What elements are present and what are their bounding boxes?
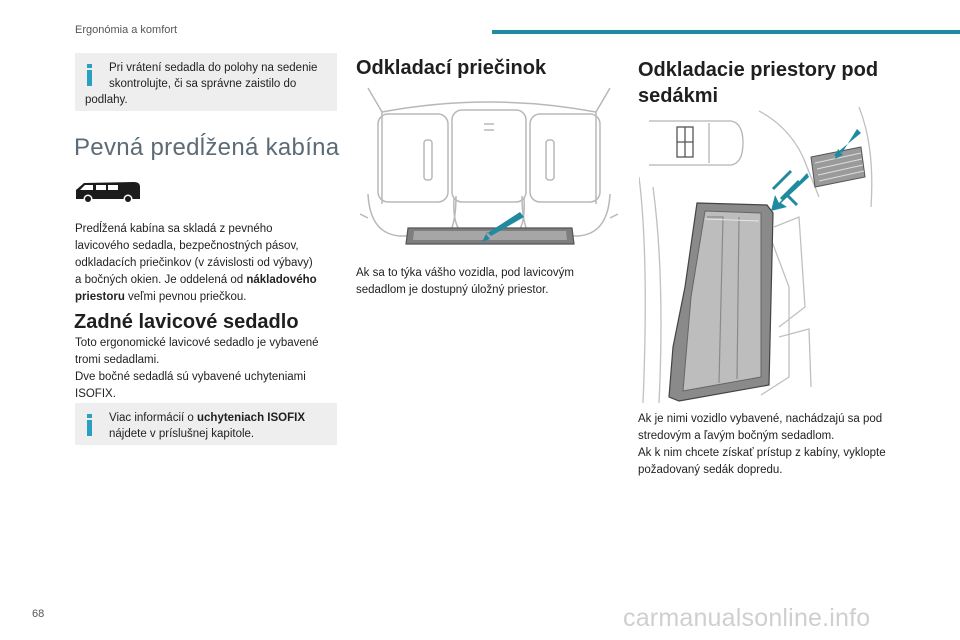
note-line: podlahy. xyxy=(85,94,128,106)
intro-paragraph: Predĺžená kabína sa skladá z pevného lav… xyxy=(75,221,345,306)
text-line: Ak k nim chcete získať prístup z kabíny,… xyxy=(638,447,886,459)
text-line: Toto ergonomické lavicové sedadlo je vyb… xyxy=(75,337,319,349)
info-note-bottom: Viac informácií o uchyteniach ISOFIX náj… xyxy=(75,403,337,445)
note-line: nájdete v príslušnej kapitole. xyxy=(109,428,255,440)
text-span: Viac informácií o xyxy=(109,412,197,424)
note-line: Pri vrátení sedadla do polohy na sedenie xyxy=(109,62,318,74)
text-span: a bočných okien. Je oddelená od xyxy=(75,274,247,286)
note-line: Viac informácií o uchyteniach ISOFIX xyxy=(85,410,327,426)
bold-term: uchyteniach ISOFIX xyxy=(197,412,305,424)
text-line: odkladacích priečinkov (v závislosti od … xyxy=(75,257,313,269)
subsection-title: Zadné lavicové sedadlo xyxy=(74,311,299,333)
bold-term: nákladového xyxy=(246,274,317,286)
text-line: Dve bočné sedadlá sú vybavené uchyteniam… xyxy=(75,371,306,383)
bold-term: priestoru xyxy=(75,291,125,303)
text-line: Predĺžená kabína sa skladá z pevného xyxy=(75,223,273,235)
info-icon xyxy=(87,414,92,436)
text-line: požadovaný sedák dopredu. xyxy=(638,464,783,476)
section-title: Pevná predĺžená kabína xyxy=(74,134,340,161)
header-accent-bar xyxy=(492,30,960,34)
text-line: priestoru veľmi pevnou priečkou. xyxy=(75,289,345,306)
storage-compartment-text: Ak sa to týka vášho vozidla, pod lavicov… xyxy=(356,265,621,299)
page-number: 68 xyxy=(32,608,45,620)
under-seat-storage-illustration xyxy=(639,107,873,403)
text-line: sedadlom je dostupný úložný priestor. xyxy=(356,284,549,296)
info-note-top: Pri vrátení sedadla do polohy na sedenie… xyxy=(75,53,337,111)
watermark: carmanualsonline.info xyxy=(623,604,871,632)
text-line: lavicového sedadla, bezpečnostných pásov… xyxy=(75,240,299,252)
text-line: tromi sedadlami. xyxy=(75,354,160,366)
van-icon xyxy=(76,182,140,204)
text-line: a bočných okien. Je oddelená od nákladov… xyxy=(75,272,345,289)
text-line: stredovým a ľavým bočným sedadlom. xyxy=(638,430,835,442)
text-line: Ak je nimi vozidlo vybavené, nachádzajú … xyxy=(638,413,883,425)
under-seat-storage-text: Ak je nimi vozidlo vybavené, nachádzajú … xyxy=(638,411,928,479)
text-span: veľmi pevnou priečkou. xyxy=(124,291,247,303)
title-line: Odkladacie priestory pod xyxy=(638,59,879,81)
title-line: sedákmi xyxy=(638,85,719,107)
note-line: skontrolujte, či sa správne zaistilo do xyxy=(109,78,297,90)
text-line: ISOFIX. xyxy=(75,388,116,400)
under-seat-storage-title: Odkladacie priestory pod sedákmi xyxy=(638,57,878,109)
bench-paragraph: Toto ergonomické lavicové sedadlo je vyb… xyxy=(75,335,345,403)
info-icon xyxy=(87,64,92,86)
storage-compartment-title: Odkladací priečinok xyxy=(356,57,547,79)
bench-seat-illustration xyxy=(360,87,618,245)
text-line: Ak sa to týka vášho vozidla, pod lavicov… xyxy=(356,267,574,279)
header-title: Ergonómia a komfort xyxy=(75,24,178,36)
